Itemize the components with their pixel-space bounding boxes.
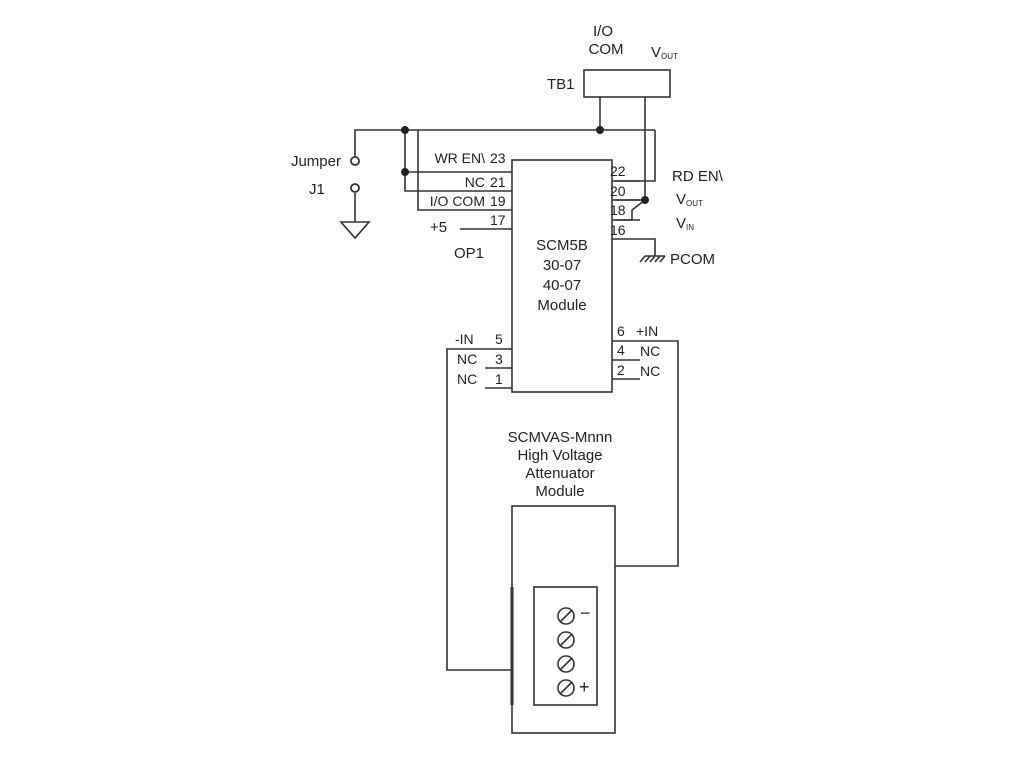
nc21-wire (404, 172, 485, 192)
plus-in-wire (615, 340, 679, 567)
pin-5-signal: -IN (455, 331, 474, 347)
pin-3-signal: NC (457, 351, 478, 367)
pin-21-signal: NC (464, 174, 485, 190)
screw-terminal-3 (557, 655, 575, 673)
tb1-name-label: TB1 (547, 76, 575, 93)
attenuator-terminal-block (533, 586, 598, 706)
jumper-terminal-top (350, 156, 360, 166)
pin-20-signal: VOUT (676, 191, 703, 208)
jumper-id-label: J1 (309, 181, 325, 198)
pin-23-number: 23 (490, 150, 506, 166)
pin-2-signal: NC (640, 363, 661, 379)
pin-21-number: 21 (490, 174, 506, 190)
pin-1-signal: NC (457, 371, 478, 387)
pin-18-signal: VIN (676, 215, 695, 232)
jumper-terminal-bottom (350, 183, 360, 193)
pin-16-number: 16 (610, 222, 626, 238)
pin-3-number: 3 (495, 351, 503, 367)
pin-23-signal: WR EN\ (434, 150, 485, 166)
op1-label: OP1 (454, 245, 485, 262)
pin-19-number: 19 (490, 193, 506, 209)
pcom-wire (640, 238, 656, 256)
junction-dot (401, 168, 409, 176)
pin-17-number: 17 (490, 212, 506, 228)
scm5b-module-body (511, 159, 613, 393)
pin-4-number: 4 (617, 342, 625, 358)
pin-22-signal: RD EN\ (672, 168, 723, 185)
pin-20-number: 20 (610, 183, 626, 199)
terminal-plus-label: + (579, 677, 590, 697)
pin-6-signal: +IN (636, 323, 659, 339)
tb1-io-label: I/O (592, 23, 613, 40)
scm5b-module-label: SCM5B 30-07 40-07 Module (536, 237, 588, 314)
pin-5-number: 5 (495, 331, 503, 347)
minus-in-wire (446, 348, 512, 671)
pin-1-number: 1 (495, 371, 503, 387)
tb1-vout-label: VOUT (651, 44, 678, 61)
tb1-com-label: COM (588, 41, 624, 58)
top-bus-wire (354, 129, 655, 157)
screw-terminal-2 (557, 631, 575, 649)
pin-19-signal: I/O COM (429, 193, 485, 209)
pcom-label: PCOM (670, 251, 715, 268)
jumper-label: Jumper (290, 153, 341, 170)
pin-22-number: 22 (610, 163, 626, 179)
pin-2-number: 2 (617, 362, 625, 378)
screw-terminal-4 (557, 679, 575, 697)
plus5-label: +5 (430, 219, 448, 236)
io-com-wire (417, 130, 485, 211)
pin-18-number: 18 (610, 202, 626, 218)
pin-6-number: 6 (617, 323, 625, 339)
junction-dot (641, 196, 649, 204)
junction-dot (596, 126, 604, 134)
ground-symbol (339, 221, 371, 240)
screw-terminal-1 (557, 607, 575, 625)
terminal-minus-label: − (580, 603, 591, 623)
attenuator-label: SCMVAS-Mnnn High Voltage Attenuator Modu… (507, 429, 613, 500)
junction-dot (401, 126, 409, 134)
pin-4-signal: NC (640, 343, 661, 359)
tb1-terminal-block (583, 69, 671, 98)
